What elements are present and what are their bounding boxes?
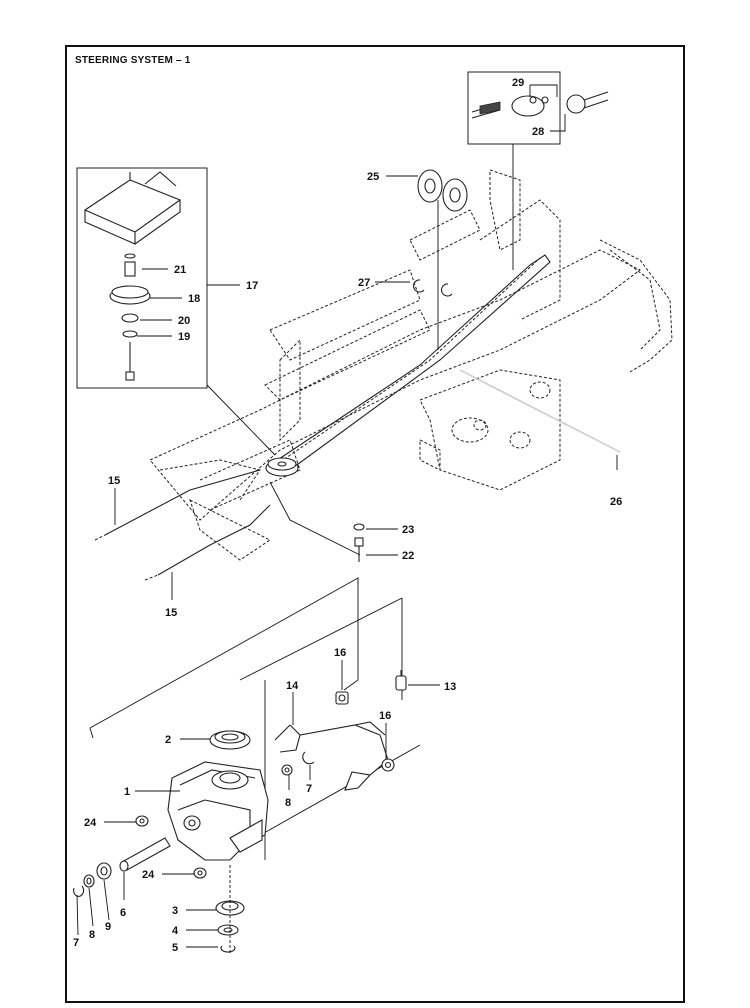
callout-28: 28 [532, 126, 544, 138]
callout-20: 20 [178, 315, 190, 327]
steering-belt [269, 254, 551, 471]
callout-24-upper: 24 [84, 817, 97, 829]
callout-27: 27 [358, 277, 370, 289]
callout-labels: 29 28 25 27 21 17 18 20 19 15 26 23 22 1… [73, 77, 622, 954]
callout-15-upper: 15 [108, 475, 120, 487]
callout-7-lower: 7 [73, 937, 79, 949]
callout-1: 1 [124, 786, 130, 798]
circlips [413, 279, 453, 297]
callout-15-lower: 15 [165, 607, 177, 619]
callout-18: 18 [188, 293, 200, 305]
shaft [459, 369, 621, 453]
callout-8-lower: 8 [89, 929, 95, 941]
callout-16-lower: 16 [379, 710, 391, 722]
callout-22: 22 [402, 550, 414, 562]
callout-5: 5 [172, 942, 178, 954]
callout-23: 23 [402, 524, 414, 536]
callout-26: 26 [610, 496, 622, 508]
callout-9: 9 [105, 921, 111, 933]
callout-25: 25 [367, 171, 379, 183]
callout-16-upper: 16 [334, 647, 346, 659]
washer-clip-upper [281, 751, 315, 776]
callout-7-upper: 7 [306, 783, 312, 795]
leader-lines [76, 84, 618, 948]
callout-13: 13 [444, 681, 456, 693]
callout-3: 3 [172, 905, 178, 917]
pulley-assembly-inset [76, 167, 208, 389]
chassis-frame [149, 169, 673, 561]
callout-19: 19 [178, 331, 190, 343]
pinion-shaft-stack [73, 837, 171, 897]
screw [395, 670, 407, 691]
steering-segment [274, 721, 389, 791]
bushings [135, 815, 207, 879]
control-cables [94, 469, 271, 581]
lower-bearing-stack [215, 865, 245, 955]
callout-29: 29 [512, 77, 524, 89]
guide-rollers [417, 169, 468, 212]
callout-17: 17 [246, 280, 258, 292]
lock-nut-upper [335, 691, 349, 705]
callout-4: 4 [172, 925, 179, 937]
steering-housing [167, 761, 269, 861]
callout-14: 14 [286, 680, 299, 692]
mounted-pulley [265, 457, 299, 477]
callout-6: 6 [120, 907, 126, 919]
callout-8-upper: 8 [285, 797, 291, 809]
diagram-title: STEERING SYSTEM – 1 [75, 55, 191, 66]
callout-21: 21 [174, 264, 186, 276]
lock-nut-lower [381, 758, 395, 772]
bearing-upper [209, 730, 251, 750]
cable-clamp-inset [467, 71, 609, 145]
callout-24-lower: 24 [142, 869, 155, 881]
bolt-and-washer [353, 523, 365, 562]
callout-2: 2 [165, 734, 171, 746]
